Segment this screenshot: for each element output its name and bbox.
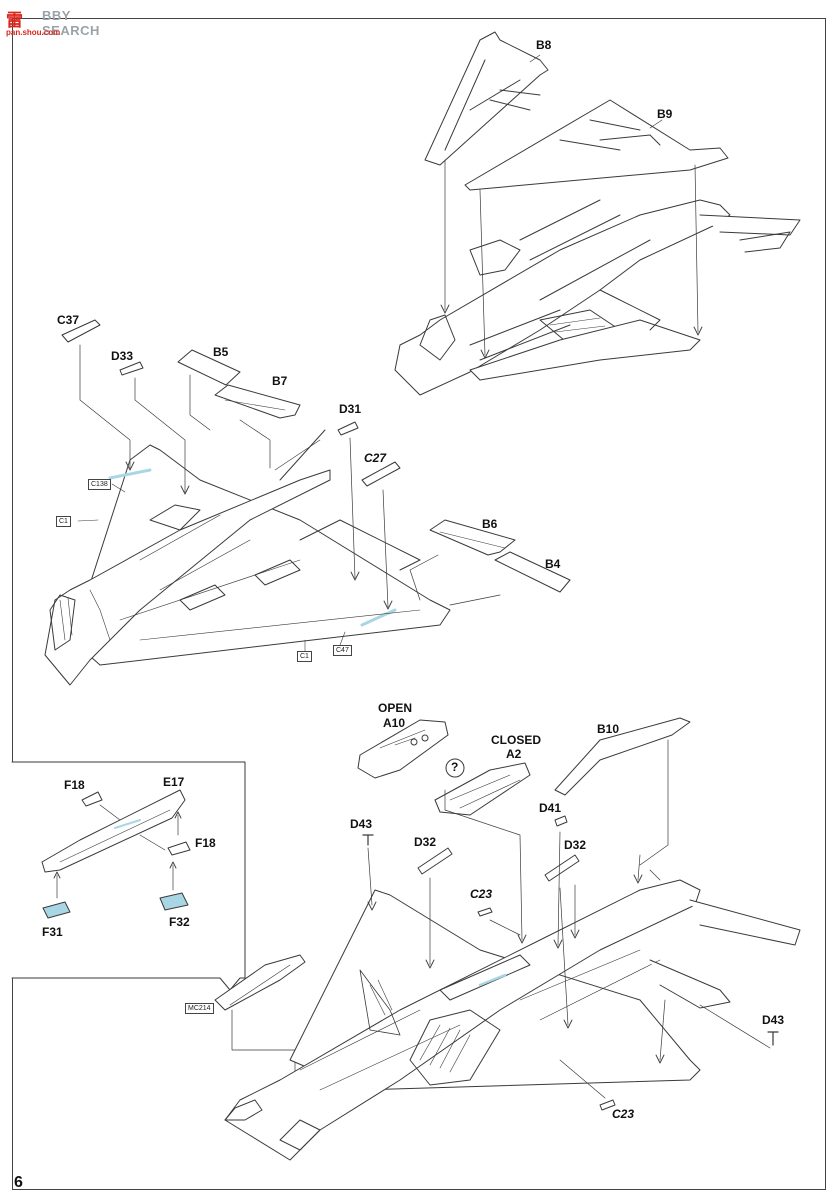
callout-mc214: MC214 (185, 1003, 214, 1014)
part-c37 (61, 319, 101, 343)
part-d43-left (362, 834, 374, 846)
part-f18-upper (81, 791, 103, 807)
watermark-brand-icon: 雷 (6, 11, 23, 31)
part-d43-right (767, 1031, 779, 1046)
callout-c138: C138 (88, 479, 111, 490)
part-c23-upper (477, 907, 493, 917)
part-f31 (42, 901, 71, 919)
part-d33 (119, 361, 144, 376)
part-b7 (214, 384, 301, 419)
part-d32-right (544, 854, 580, 882)
label-f18-upper: F18 (64, 778, 85, 792)
label-b9: B9 (657, 107, 673, 121)
part-b4 (494, 551, 571, 593)
bottom-aircraft (224, 717, 801, 1161)
part-b10 (554, 717, 691, 796)
page-number: 6 (14, 1174, 23, 1191)
watermark-brand-word: BBY SEARCH (42, 8, 100, 38)
label-b10: B10 (597, 722, 620, 736)
part-b8 (424, 31, 549, 166)
question-circle (445, 758, 465, 778)
label-c23-upper: C23 (470, 887, 493, 901)
label-d31: D31 (339, 402, 362, 416)
label-d32-left: D32 (414, 835, 437, 849)
middle-aircraft (44, 319, 571, 686)
label-closed: CLOSED (491, 733, 542, 747)
label-c23-lower: C23 (612, 1107, 635, 1121)
part-f32 (159, 892, 189, 911)
part-f18-lower (167, 841, 191, 856)
label-d41: D41 (539, 801, 562, 815)
label-f31: F31 (42, 925, 63, 939)
bottom-fuselage (224, 879, 701, 1161)
label-question: ? (451, 760, 459, 774)
top-fuselage (394, 199, 731, 396)
part-b9 (464, 99, 729, 191)
label-c37: C37 (57, 313, 80, 327)
inset-frame (11, 761, 246, 991)
middle-wing (71, 444, 451, 666)
label-d43-right: D43 (762, 1013, 785, 1027)
callout-c1-bottom: C1 (297, 651, 312, 662)
part-d41 (554, 815, 568, 827)
label-open: OPEN (378, 701, 413, 715)
part-c27 (361, 461, 401, 487)
label-f32: F32 (169, 915, 190, 929)
part-d31 (337, 421, 359, 436)
label-f18-lower: F18 (195, 836, 216, 850)
label-c27: C27 (364, 451, 387, 465)
part-a10 (357, 719, 449, 779)
pylon-inset (11, 761, 306, 1081)
part-b6 (429, 519, 516, 556)
part-a2 (434, 762, 531, 816)
middle-fuselage (44, 469, 331, 686)
label-d32-right: D32 (564, 838, 587, 852)
label-a10: A10 (383, 716, 406, 730)
top-aircraft (394, 31, 801, 396)
part-b5 (177, 349, 241, 386)
part-d32-left (417, 847, 453, 875)
label-a2: A2 (506, 747, 522, 761)
part-mc214 (214, 954, 306, 1011)
label-b5: B5 (213, 345, 229, 359)
watermark-url: pan.shou.com (6, 28, 61, 37)
label-d33: D33 (111, 349, 134, 363)
page-border (12, 18, 826, 1190)
label-d43-left: D43 (350, 817, 373, 831)
part-e17 (41, 789, 186, 873)
label-b4: B4 (545, 557, 561, 571)
callout-c47: C47 (333, 645, 352, 656)
part-c23-lower (599, 1099, 616, 1111)
label-e17: E17 (163, 775, 185, 789)
label-b6: B6 (482, 517, 498, 531)
label-b8: B8 (536, 38, 552, 52)
callout-c1-left: C1 (56, 516, 71, 527)
label-b7: B7 (272, 374, 288, 388)
